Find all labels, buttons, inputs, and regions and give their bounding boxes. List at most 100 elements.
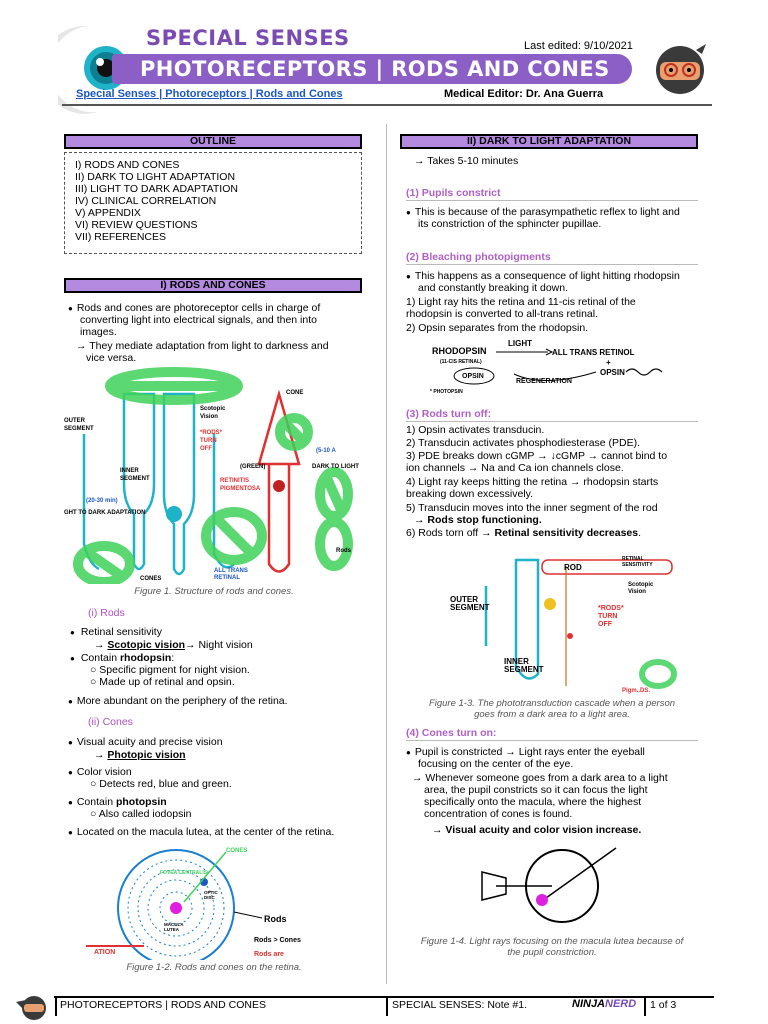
fig1-scotopic-label-2: Vision bbox=[200, 414, 218, 420]
figure-eye-focusing bbox=[481, 847, 617, 923]
fig1-retinitis-label: RETINITIS bbox=[220, 478, 249, 484]
diagram-cis: (11-CIS RETINAL) bbox=[440, 359, 482, 365]
rods-sub-2: Made up of retinal and opsin. bbox=[99, 676, 235, 688]
figure-retina-distribution: CONES FOVEA CENTRALIS OPTIC DISC MACULA … bbox=[86, 848, 301, 960]
fig2-rods-label: Rods bbox=[264, 914, 287, 924]
cones-on-text: concentration of cones is found. bbox=[424, 808, 573, 820]
outline-heading: OUTLINE bbox=[64, 134, 362, 149]
bleaching-step: rhodopsin is converted to all-trans reti… bbox=[406, 308, 599, 320]
fig1-green-label: (GREEN) bbox=[240, 464, 265, 470]
fig3-rod-label: ROD bbox=[564, 563, 582, 572]
rods-retinal-sensitivity: Retinal sensitivity bbox=[80, 626, 162, 638]
fig3-segment-label: SEGMENT bbox=[450, 603, 490, 612]
diagram-rhodopsin: RHODOPSIN bbox=[432, 346, 487, 356]
last-edited: Last edited: 9/10/2021 bbox=[524, 40, 633, 52]
cones-subheading: (ii) Cones bbox=[88, 716, 133, 728]
bleaching-text: and constantly breaking it down. bbox=[418, 282, 569, 294]
subheading-rule bbox=[406, 421, 698, 422]
fig3-turn-label: TURN bbox=[598, 613, 617, 620]
fig1-cones-label: CONES bbox=[140, 576, 161, 582]
fig3-scotopic-label: Scotopic bbox=[628, 582, 654, 588]
cones-on-text: focusing on the center of the eye. bbox=[418, 758, 574, 770]
figure-4-caption: Figure 1-4. Light rays focusing on the m… bbox=[420, 936, 684, 947]
cones-iodopsin-line: ○ Also called iodopsin bbox=[90, 808, 192, 820]
figure-3-caption: Figure 1-3. The phototransduction cascad… bbox=[428, 698, 676, 709]
diagram-light: LIGHT bbox=[508, 339, 532, 348]
fig2-rods-are-label: Rods are bbox=[254, 951, 284, 958]
rods-off-step: ion channels → Na and Ca ion channels cl… bbox=[406, 462, 624, 474]
arrow: → bbox=[94, 639, 105, 651]
breadcrumb-link[interactable]: Special Senses | Photoreceptors | Rods a… bbox=[76, 88, 343, 100]
fig3-sensitivity-label: SENSITIVITY bbox=[622, 562, 653, 568]
rods-sub-1: Specific pigment for night vision. bbox=[99, 664, 250, 676]
pupils-text: its constriction of the sphincter pupill… bbox=[418, 218, 602, 230]
outline-box: I) RODS AND CONES II) DARK TO LIGHT ADAP… bbox=[64, 152, 362, 254]
rods-off-step: 3) PDE breaks down cGMP → ↓cGMP → cannot… bbox=[406, 450, 668, 462]
fig1-five-ten-label: (5-10 A bbox=[316, 448, 336, 454]
rods-sub-item: ○ Made up of retinal and opsin. bbox=[90, 676, 235, 688]
diagram-opsin-cloud: OPSIN bbox=[462, 373, 484, 380]
subheading-rule bbox=[406, 740, 698, 741]
outline-item: V) APPENDIX bbox=[75, 207, 141, 219]
visual-acuity-increase: → Visual acuity and color vision increas… bbox=[432, 824, 642, 836]
fig2-cones-label: CONES bbox=[226, 848, 247, 854]
ninja-mascot-icon bbox=[656, 44, 706, 94]
fig2-ation-label: ATION bbox=[94, 949, 115, 956]
subheading-cones-turn-on: (4) Cones turn on: bbox=[406, 727, 497, 739]
fig1-off-label: OFF bbox=[200, 446, 212, 452]
fig3-inner-segment-label: SEGMENT bbox=[504, 665, 544, 674]
intro-arrow-line: → They mediate adaptation from light to … bbox=[76, 340, 329, 352]
footer-note: SPECIAL SENSES: Note #1. bbox=[392, 999, 528, 1011]
figure-1-caption: Figure 1. Structure of rods and cones. bbox=[134, 586, 294, 597]
ninja-footer-icon bbox=[16, 996, 46, 1020]
fig1-pigmentosa-label: PIGMENTOSA bbox=[220, 486, 261, 492]
rhodopsin: rhodopsin bbox=[119, 652, 172, 664]
fig1-turn-label: TURN bbox=[200, 438, 217, 444]
rods-torn-off: 6) Rods torn off → bbox=[406, 527, 495, 539]
section-heading-dark-to-light: II) DARK TO LIGHT ADAPTATION bbox=[400, 134, 698, 149]
scotopic-vision: Scotopic vision bbox=[107, 639, 186, 651]
outline-item: III) LIGHT TO DARK ADAPTATION bbox=[75, 183, 238, 195]
cones-macula: Located on the macula lutea, at the cent… bbox=[68, 826, 334, 839]
fig1-all-trans-label: ALL TRANS bbox=[214, 568, 248, 574]
category-title: SPECIAL SENSES bbox=[146, 26, 350, 50]
footer-divider bbox=[54, 996, 714, 998]
cones-color-sub-text: Detects red, blue and green. bbox=[99, 778, 232, 790]
subheading-pupils-constrict: (1) Pupils constrict bbox=[406, 187, 501, 199]
cones-contain-line: ●Contain photopsin bbox=[68, 796, 167, 808]
rods-item: ●Retinal sensitivity bbox=[70, 626, 162, 638]
fig1-cone-label: CONE bbox=[286, 390, 303, 396]
fig1-outer-label: OUTER bbox=[64, 418, 86, 424]
fig2-optic-label: OPTIC bbox=[204, 890, 219, 895]
fig1-dark-to-light-label: DARK TO LIGHT bbox=[312, 464, 359, 470]
fig3-rods-label: *RODS* bbox=[598, 605, 624, 612]
rods-contain-line: ●Contain rhodopsin: bbox=[70, 652, 175, 664]
cones-color-sub: ○ Detects red, blue and green. bbox=[90, 778, 232, 790]
page-number: 1 of 3 bbox=[650, 999, 677, 1011]
fig1-inner-label-2: SEGMENT bbox=[120, 476, 150, 482]
fig2-macula-label: MACULA bbox=[164, 922, 184, 927]
fig1-retinal-label: RETINAL bbox=[214, 575, 240, 581]
fig2-disc-label: DISC bbox=[204, 895, 216, 900]
cones-on-text: Pupil is constricted → Light rays enter … bbox=[406, 746, 645, 759]
intro-arrow-line: vice versa. bbox=[86, 352, 137, 364]
rods-subheading: (i) Rods bbox=[88, 607, 125, 619]
rods-off-step: 4) Light ray keeps hitting the retina → … bbox=[406, 476, 659, 488]
subheading-rods-turn-off: (3) Rods turn off: bbox=[406, 408, 492, 420]
rhodopsin-cycle-diagram: RHODOPSIN LIGHT ALL TRANS RETINOL (11-CI… bbox=[430, 339, 663, 395]
subheading-rule bbox=[406, 200, 698, 201]
cones-on-text: area, the pupil constricts so it can foc… bbox=[424, 784, 648, 796]
figure-rods-cones-structure: OUTER SEGMENT INNER SEGMENT CONE Scotopi… bbox=[64, 367, 359, 584]
fig2-fovea-label: FOVEA CENTRALIS bbox=[160, 870, 208, 876]
figure-phototransduction: OUTER SEGMENT INNER SEGMENT ROD RETINAL … bbox=[450, 556, 677, 694]
fig1-outer-label-2: SEGMENT bbox=[64, 426, 94, 432]
diagram-photopsin: * PHOTOPSIN bbox=[430, 389, 463, 395]
takes-time: → Takes 5-10 minutes bbox=[414, 155, 519, 167]
fig1-rods-label: Rods bbox=[336, 548, 352, 554]
diagram-regeneration: REGENERATION bbox=[516, 378, 572, 385]
fig1-scotopic-label: Scotopic bbox=[200, 406, 226, 412]
bleaching-step: 1) Light ray hits the retina and 11-cis … bbox=[406, 296, 636, 308]
photopic-vision: Photopic vision bbox=[107, 749, 186, 761]
rods-contain: Contain bbox=[80, 652, 118, 664]
rods-scotopic-line: → Scotopic vision→ Night vision bbox=[94, 639, 253, 651]
